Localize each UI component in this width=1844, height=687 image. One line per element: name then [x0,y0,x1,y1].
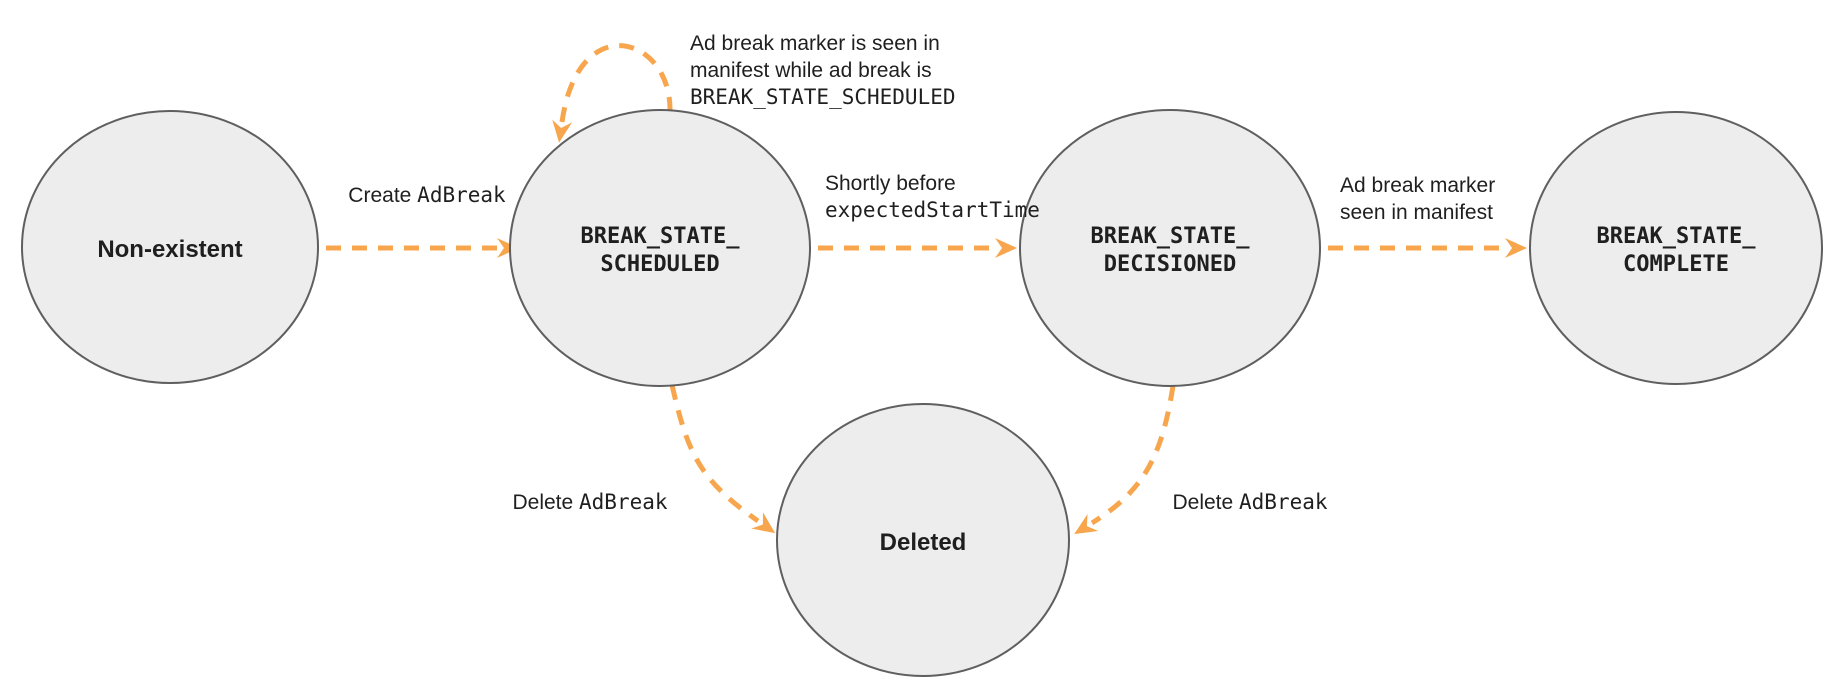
state-node-non-existent: Non-existent [21,110,319,384]
state-node-break-state-decisioned: BREAK_STATE_DECISIONED [1019,109,1321,387]
state-label-non-existent: Non-existent [97,236,242,263]
state-node-break-state-scheduled: BREAK_STATE_SCHEDULED [509,109,811,387]
label-create-adbreak: Create AdBreak [348,183,506,207]
edge-scheduled-to-deleted [669,384,776,534]
state-circle-break-state-complete [1529,111,1823,385]
label-delete-adbreak-right: Delete AdBreak [1172,490,1327,514]
edge-decisioned-to-deleted [1074,385,1176,535]
label-delete-adbreak-left: Delete AdBreak [512,490,667,514]
state-node-deleted: Deleted [776,403,1070,677]
state-circle-break-state-scheduled [509,109,811,387]
state-label-break-state-complete: BREAK_STATE_COMPLETE [1597,224,1757,277]
state-circle-break-state-decisioned [1019,109,1321,387]
state-circle-non-existent [21,110,319,384]
state-circle-deleted [776,403,1070,677]
state-label-deleted: Deleted [880,529,967,556]
edge-scheduled-self-loop [552,43,673,143]
state-node-break-state-complete: BREAK_STATE_COMPLETE [1529,111,1823,385]
state-label-break-state-scheduled: BREAK_STATE_SCHEDULED [581,224,741,277]
state-label-break-state-decisioned: BREAK_STATE_DECISIONED [1091,224,1251,277]
